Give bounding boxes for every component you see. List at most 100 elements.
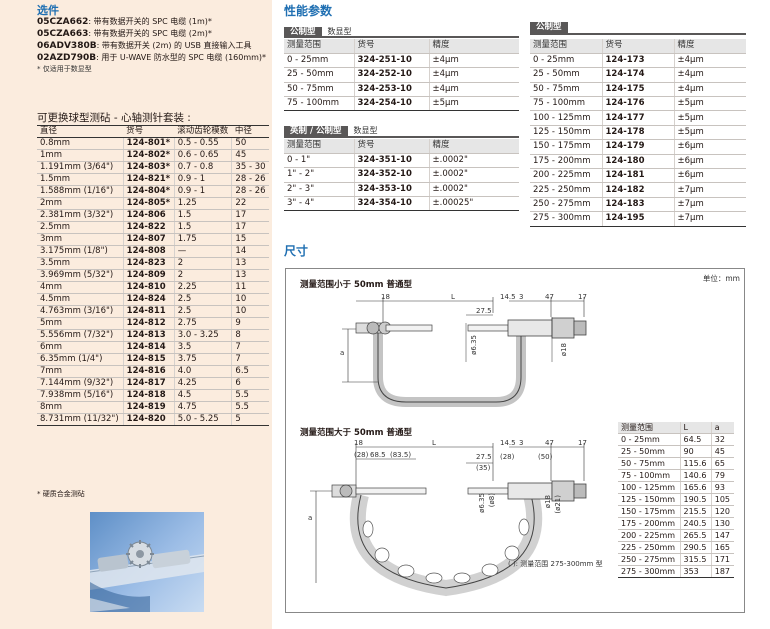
table-cell: 124-819: [122, 401, 175, 414]
table-cell: 100 - 125mm: [530, 110, 602, 126]
table-cell: 124-183: [601, 197, 674, 213]
table-cell: 3.0 - 3.25: [173, 329, 232, 342]
table-cell: 2.5: [173, 305, 232, 318]
table-cell: 1.191mm (3/64"): [37, 161, 124, 174]
category-metric: 公制型: [530, 22, 568, 33]
dim-17: 17: [578, 439, 587, 447]
table-cell: 0 - 25mm: [618, 433, 680, 447]
table-cell: 5: [231, 413, 269, 426]
category-sub: 数显型: [327, 27, 352, 36]
dim-14-5: 14.5: [500, 293, 516, 301]
table-cell: 5.5: [231, 401, 269, 414]
table-cell: ±6μm: [673, 139, 746, 155]
table-cell: ±.00025": [428, 196, 519, 212]
table-cell: 6.5: [231, 365, 269, 378]
table-cell: 1.5: [173, 209, 232, 222]
table-cell: 1.25: [173, 197, 232, 210]
col-header: 测量范围: [618, 422, 680, 435]
col-header: 滚动齿轮模数: [174, 125, 232, 138]
option-item: 05CZA663: 带有数据开关的 SPC 电缆 (2m)*: [37, 29, 212, 39]
table-cell: ±7μm: [673, 211, 746, 227]
table-cell: 1" - 2": [284, 167, 354, 183]
table-cell: 171: [710, 553, 734, 567]
table-cell: 1.5mm: [37, 173, 124, 186]
table-cell: 0.8mm: [37, 137, 124, 150]
table-cell: 0 - 25mm: [284, 53, 354, 69]
anvils-note: * 硬质合金测砧: [37, 490, 85, 498]
col-header: 货号: [353, 39, 429, 54]
table-cell: 4.0: [173, 365, 232, 378]
col-header: 直径: [37, 125, 124, 138]
table-cell: ±.0002": [428, 182, 519, 198]
table-cell: 353: [679, 565, 712, 579]
table-cell: 0.9 - 1: [173, 173, 232, 186]
dim-phi18: ø18: [560, 343, 568, 357]
table-cell: 4mm: [37, 281, 124, 294]
table-cell: 2" - 3": [284, 182, 354, 198]
table-cell: 2.5: [173, 293, 232, 306]
table-cell: 265.5: [679, 529, 712, 543]
table-cell: 4.25: [173, 377, 232, 390]
table-cell: 324-254-10: [353, 96, 429, 112]
table-cell: ±5μm: [428, 96, 519, 112]
table-cell: 250 - 275mm: [618, 553, 680, 567]
category-label: 英制 / 公制型: [284, 126, 348, 137]
table-cell: 50 - 75mm: [284, 82, 354, 98]
table-cell: 200 - 225mm: [618, 529, 680, 543]
product-photo: [90, 512, 204, 612]
table-cell: 124-808: [122, 245, 175, 258]
table-cell: 315.5: [679, 553, 712, 567]
table-cell: 124-180: [601, 154, 674, 170]
table-cell: 124-801*: [122, 137, 175, 150]
table-cell: 130: [710, 517, 734, 531]
options-title: 选件: [37, 4, 59, 17]
table-cell: 124-823: [122, 257, 175, 270]
table-cell: 2mm: [37, 197, 124, 210]
table-cell: 90: [679, 445, 712, 459]
dim-27-5: 27.5: [476, 453, 492, 461]
table-cell: 6.35mm (1/4"): [37, 353, 124, 366]
table-cell: 25 - 50mm: [284, 67, 354, 83]
table-cell: 0.6 - 0.65: [173, 149, 232, 162]
dim-phi6-35: ø6.35: [470, 335, 478, 355]
table-cell: 0 - 1": [284, 153, 354, 169]
table-cell: ±4μm: [673, 67, 746, 83]
table-cell: 13: [231, 257, 269, 270]
table-cell: ±6μm: [673, 154, 746, 170]
col-header: 货号: [601, 39, 674, 54]
table-cell: 124-177: [601, 110, 674, 126]
table-cell: 4.5mm: [37, 293, 124, 306]
table-cell: 2.381mm (3/32"): [37, 209, 124, 222]
table-row: 3.175mm (1/8")124-808—14: [37, 245, 269, 258]
table-row: 3" - 4"324-354-10±.00025": [284, 196, 519, 212]
col-header: 精度: [673, 39, 746, 54]
table-cell: ±4μm: [428, 82, 519, 98]
dim-14-5: 14.5: [500, 439, 516, 447]
table-cell: 124-821*: [122, 173, 175, 186]
left-panel: 选件 05CZA662: 带有数据开关的 SPC 电缆 (1m)* 05CZA6…: [0, 0, 272, 629]
dim-28a: (28): [354, 451, 369, 459]
micrometer-large-drawing: [310, 443, 587, 597]
table-cell: 1mm: [37, 149, 124, 162]
spec-table-inch-metric: 测量范围 货号 精度 0 - 1"324-351-10±.0002"1" - 2…: [284, 139, 519, 212]
table-cell: 5.556mm (7/32"): [37, 329, 124, 342]
table-cell: 50: [231, 137, 269, 150]
table-cell: 0.7 - 0.8: [173, 161, 232, 174]
table-cell: 200 - 225mm: [530, 168, 602, 184]
table-cell: 17: [231, 209, 269, 222]
col-header: 货号: [353, 139, 429, 154]
table-cell: 45: [231, 149, 269, 162]
category-underline: [284, 36, 519, 38]
table-cell: 124-810: [122, 281, 175, 294]
col-header: 精度: [428, 139, 519, 154]
